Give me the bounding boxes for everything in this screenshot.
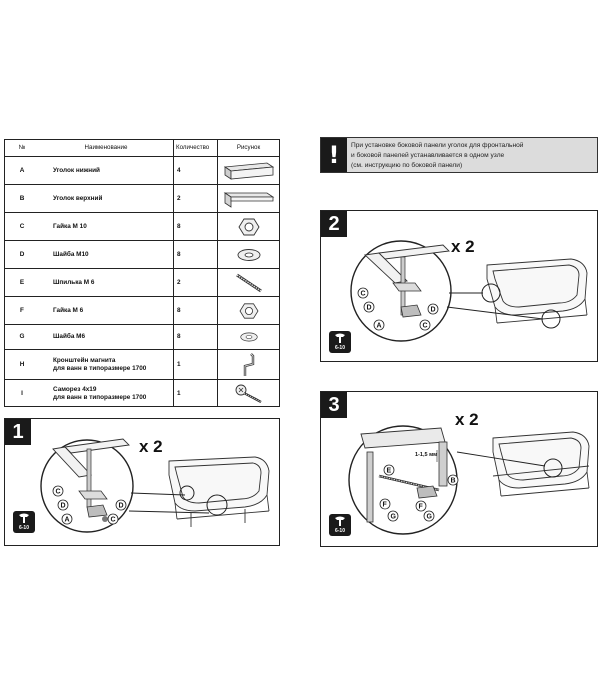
hex-nut-icon: [237, 218, 260, 235]
hex-nut-icon: [239, 302, 258, 319]
callout-label: D: [431, 307, 436, 314]
table-row: G Шайба М6 8: [5, 325, 279, 350]
row-qty: 4: [173, 157, 217, 184]
row-name: Шайба М10: [53, 250, 89, 258]
row-qty: 8: [173, 213, 217, 240]
table-row: F Гайка М 6 8: [5, 297, 279, 325]
wrench-size-text: 6-10: [18, 525, 29, 531]
callout-label: A: [65, 517, 70, 524]
wrench-icon: [19, 513, 29, 523]
row-num: A: [19, 166, 25, 174]
callout-label: C: [111, 517, 116, 524]
table-row: B Уголок верхний 2: [5, 185, 279, 213]
row-name: Гайка М 6: [53, 306, 84, 314]
header-pic: Рисунок: [217, 140, 279, 156]
row-num: C: [19, 222, 25, 230]
warning-text: При установке боковой панели уголок для …: [351, 141, 595, 171]
table-row: E Шпилька М 6 2: [5, 269, 279, 297]
row-num: I: [21, 389, 23, 397]
row-name-extra: для ванн в типоразмере 1700: [53, 364, 147, 372]
gap-dimension: 1-1,5 мм: [415, 452, 437, 458]
self-tapping-screw-icon: [235, 384, 262, 403]
row-name-extra: для ванн в типоразмере 1700: [53, 393, 147, 401]
step-2-panel: 2 x 2 C D A C D: [320, 210, 598, 362]
row-num: D: [19, 250, 25, 258]
row-name: Саморез 4x19: [53, 385, 97, 393]
callout-label: G: [391, 514, 397, 521]
callout-label: D: [61, 503, 66, 510]
wrench-size-badge: 6-10: [329, 331, 351, 353]
callout-label: C: [423, 323, 428, 330]
row-name: Шпилька М 6: [53, 278, 95, 286]
table-row: I Саморез 4x19 для ванн в типоразмере 17…: [5, 380, 279, 407]
row-num: G: [19, 333, 25, 340]
row-num: H: [19, 360, 25, 368]
row-name: Шайба М6: [53, 333, 86, 340]
step-number: 2: [321, 211, 347, 237]
row-qty: 1: [173, 350, 217, 379]
step-1-illustration: C D A C D: [40, 438, 270, 533]
wrench-icon: [335, 333, 345, 343]
warning-line-3: (см. инструкцию по боковой панели): [351, 162, 463, 169]
wrench-size-badge: 6-10: [13, 511, 35, 533]
wrench-size-text: 6-10: [334, 345, 345, 351]
header-name: Наименование: [84, 144, 128, 151]
callout-label: B: [451, 478, 456, 485]
row-num: E: [19, 278, 25, 286]
callout-label: D: [367, 305, 372, 312]
step-number: 3: [321, 392, 347, 418]
quantity-multiplier: x 2: [451, 237, 475, 256]
lower-corner-bracket-icon: [223, 162, 274, 180]
row-num: F: [20, 306, 24, 314]
table-row: C Гайка М 10 8: [5, 213, 279, 241]
warning-panel: ! При установке боковой панели уголок дл…: [320, 137, 598, 173]
quantity-multiplier: x 2: [139, 437, 163, 456]
step-number: 1: [5, 419, 31, 445]
table-row: A Уголок нижний 4: [5, 157, 279, 185]
callout-label: F: [419, 504, 424, 511]
step-3-illustration: 1-1,5 мм E B F G F G: [348, 425, 590, 535]
row-name: Уголок нижний: [53, 166, 100, 174]
table-header-row: № Наименование Количество Рисунок: [5, 140, 279, 157]
washer-icon: [237, 248, 260, 261]
callout-label: A: [377, 323, 382, 330]
row-qty: 2: [173, 269, 217, 296]
row-qty: 8: [173, 297, 217, 324]
exclamation-icon: !: [321, 138, 347, 172]
row-num: B: [19, 194, 25, 202]
callout-label: F: [383, 502, 388, 509]
row-qty: 8: [173, 241, 217, 268]
row-name: Уголок верхний: [53, 194, 103, 202]
washer-icon: [239, 332, 258, 342]
callout-label: D: [119, 503, 124, 510]
warning-line-2: и боковой панелей устанавливается в одно…: [351, 152, 505, 159]
header-qty: Количество: [173, 140, 217, 156]
callout-label: E: [387, 468, 392, 475]
header-num: №: [18, 144, 26, 151]
wrench-size-badge: 6-10: [329, 514, 351, 536]
callout-label: C: [361, 291, 366, 298]
row-name: Гайка М 10: [53, 222, 87, 230]
row-qty: 1: [173, 380, 217, 407]
warning-line-1: При установке боковой панели уголок для …: [351, 142, 524, 149]
threaded-rod-icon: [235, 273, 262, 292]
magnet-bracket-icon: [243, 352, 254, 376]
upper-corner-bracket-icon: [223, 191, 274, 208]
table-row: H Кронштейн магнита для ванн в типоразме…: [5, 350, 279, 380]
step-3-panel: 3 x 2 1-1,5 мм E B F G F G: [320, 391, 598, 547]
step-1-panel: 1 x 2 C D A C D: [4, 418, 280, 546]
table-row: D Шайба М10 8: [5, 241, 279, 269]
row-qty: 8: [173, 325, 217, 349]
wrench-size-text: 6-10: [334, 528, 345, 534]
row-qty: 2: [173, 185, 217, 212]
parts-table: № Наименование Количество Рисунок A Угол…: [4, 139, 280, 407]
step-2-illustration: C D A C D: [350, 240, 588, 342]
callout-label: G: [427, 514, 433, 521]
wrench-icon: [335, 516, 345, 526]
callout-label: C: [56, 489, 61, 496]
row-name: Кронштейн магнита: [53, 356, 116, 364]
quantity-multiplier: x 2: [455, 410, 479, 429]
